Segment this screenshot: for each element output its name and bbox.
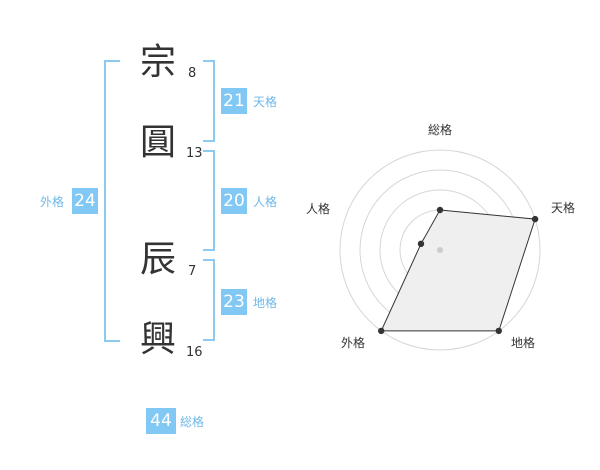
- stroke-count-4: 16: [186, 345, 203, 360]
- jinkaku-value: 20: [221, 188, 247, 214]
- tenkaku-bracket: [203, 60, 215, 142]
- chikaku-value: 23: [221, 289, 247, 315]
- radar-point-4: [417, 240, 425, 248]
- soukaku-label: 総格: [180, 415, 205, 429]
- stroke-count-1: 8: [188, 66, 197, 81]
- radar-center-dot: [437, 247, 443, 253]
- radar-point-2: [495, 327, 502, 335]
- name-char-4: 興: [140, 319, 177, 360]
- radar-points: [378, 206, 539, 335]
- chikaku-bracket: [203, 259, 215, 341]
- name-char-1: 宗: [140, 42, 177, 83]
- tenkaku-value: 21: [221, 88, 247, 114]
- gaikaku-bracket: [104, 60, 120, 342]
- name-char-3: 辰: [140, 239, 177, 280]
- stroke-count-3: 7: [188, 264, 197, 279]
- radar-axis-label-jinkaku: 人格: [306, 202, 331, 216]
- radar-point-1: [531, 215, 539, 223]
- radar-axis-label-gaikaku: 外格: [341, 336, 366, 350]
- chikaku-label: 地格: [253, 296, 278, 310]
- stroke-count-2: 13: [186, 146, 203, 161]
- jinkaku-bracket: [203, 150, 215, 251]
- jinkaku-label: 人格: [253, 195, 278, 209]
- gaikaku-label: 外格: [40, 195, 65, 209]
- radar-axis-label-soukaku: 総格: [428, 123, 453, 137]
- soukaku-value: 44: [146, 408, 176, 434]
- radar-polygon: [380, 209, 536, 332]
- radar-ring-5: [339, 149, 541, 351]
- radar-axis-label-tenkaku: 天格: [551, 201, 576, 215]
- tenkaku-label: 天格: [253, 95, 278, 109]
- radar-point-3: [378, 327, 385, 335]
- name-char-2: 圓: [140, 122, 177, 163]
- radar-point-0: [436, 206, 444, 214]
- radar-axis-label-chikaku: 地格: [511, 336, 536, 350]
- gaikaku-value: 24: [72, 188, 98, 214]
